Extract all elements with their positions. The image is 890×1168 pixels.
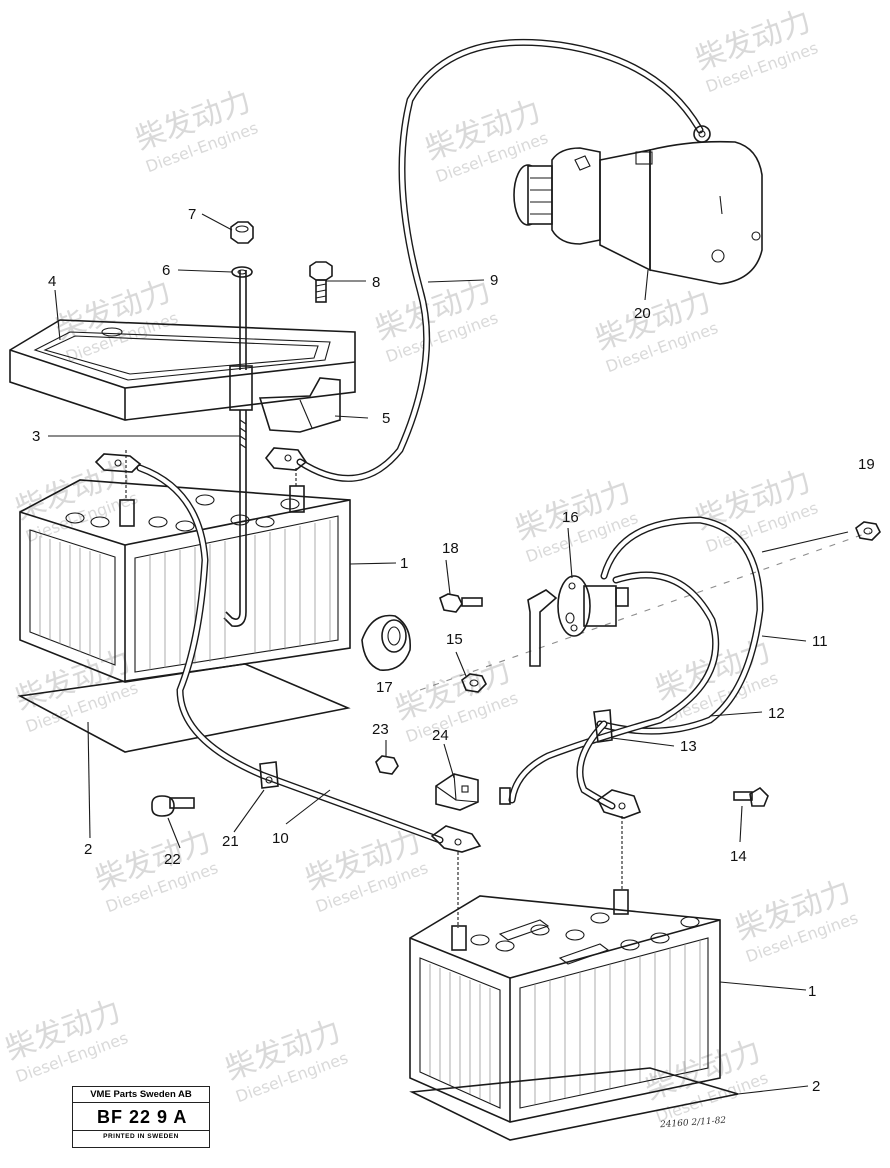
cable-9 (296, 38, 711, 482)
callout-7: 7 (188, 206, 196, 223)
callout-19: 19 (858, 456, 875, 473)
callout-21: 21 (222, 833, 239, 850)
callout-15: 15 (446, 631, 463, 648)
callout-16: 16 (562, 509, 579, 526)
callout-14: 14 (730, 848, 747, 865)
callout-22: 22 (164, 851, 181, 868)
battery-upper (19, 479, 351, 683)
callout-10: 10 (272, 830, 289, 847)
callout-20: 20 (634, 305, 651, 322)
cable-12 (499, 571, 720, 890)
bolt-8 (309, 261, 333, 303)
drawing-code: BF 22 9 A (97, 1107, 188, 1127)
starter-motor (513, 140, 763, 285)
callout-23: 23 (372, 721, 389, 738)
terminal-clamp-upper-left (94, 450, 142, 498)
printed-in-label: PRINTED IN SWEDEN (73, 1130, 209, 1142)
cable-11 (596, 516, 764, 735)
terminal-cover-24 (435, 773, 479, 811)
screw-18 (439, 593, 483, 613)
nut-7 (230, 221, 254, 244)
callout-2-lower: 2 (812, 1078, 820, 1095)
bolt-22 (151, 795, 195, 817)
washer-6 (231, 266, 253, 278)
callout-11: 11 (812, 633, 828, 650)
cable-10 (136, 464, 482, 928)
nut-23 (375, 755, 399, 775)
callout-5: 5 (382, 410, 390, 427)
nut-15 (461, 673, 487, 693)
callout-8: 8 (372, 274, 380, 291)
battery-pad-upper (17, 663, 351, 753)
nut-19 (855, 521, 881, 541)
callout-1-lower: 1 (808, 983, 816, 1000)
callout-1-upper: 1 (400, 555, 408, 572)
callouts: 7 6 8 4 9 20 5 3 1 19 16 18 15 11 17 12 … (32, 206, 875, 1095)
callout-24: 24 (432, 727, 449, 744)
callout-12: 12 (768, 705, 785, 722)
screw-14 (733, 786, 769, 807)
main-switch-16 (527, 575, 629, 667)
callout-9: 9 (490, 272, 498, 289)
battery-hold-down-frame (9, 319, 356, 433)
callout-13: 13 (680, 738, 697, 755)
callout-4: 4 (48, 273, 56, 290)
leader-lines (48, 213, 871, 1095)
company-name: VME Parts Sweden AB (73, 1087, 209, 1103)
clip-13 (593, 709, 613, 743)
callout-3: 3 (32, 428, 40, 445)
title-block: VME Parts Sweden AB BF 22 9 A PRINTED IN… (72, 1086, 210, 1148)
battery-pad-lower (409, 1067, 739, 1141)
hold-down-rod (223, 270, 253, 628)
clip-21 (259, 761, 279, 789)
callout-17: 17 (376, 679, 393, 696)
callout-6: 6 (162, 262, 170, 279)
callout-18: 18 (442, 540, 459, 557)
terminal-clamp-upper-right (264, 447, 308, 488)
callout-2-upper: 2 (84, 841, 92, 858)
terminal-cap-17 (361, 614, 412, 671)
